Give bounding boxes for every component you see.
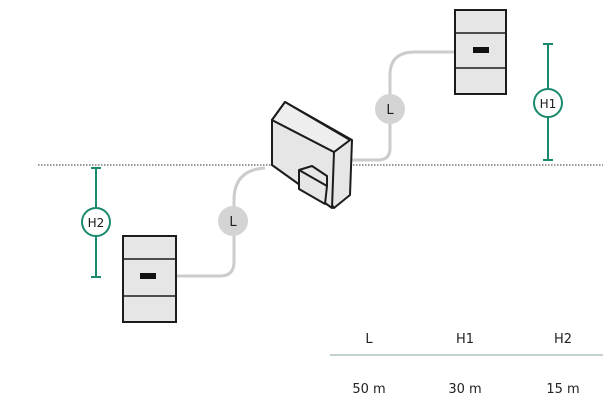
outdoor-unit-display <box>473 47 489 53</box>
pipe-length-label-upper: L <box>375 94 405 124</box>
table-header-h2: H2 <box>553 332 573 347</box>
table-header-l: L <box>365 332 373 347</box>
outdoor-unit <box>454 9 507 95</box>
height-dimension-h1: H1 <box>533 43 563 161</box>
table-value-h1: 30 m <box>448 382 482 397</box>
pipe-to-indoor-unit <box>176 166 266 278</box>
pipe-length-label-lower-text: L <box>229 215 237 230</box>
height-dimension-h2-label: H2 <box>88 216 105 230</box>
table-value-l: 50 m <box>352 382 386 397</box>
height-dimension-h1-label: H1 <box>540 97 557 111</box>
indoor-unit-display <box>140 273 156 279</box>
indoor-unit <box>122 235 177 323</box>
table-value-h2: 15 m <box>546 382 580 397</box>
central-unit <box>271 101 353 209</box>
pipe-length-label-lower: L <box>218 206 248 236</box>
height-dimension-h2: H2 <box>81 167 111 278</box>
table-header-h1: H1 <box>455 332 475 347</box>
pipe-length-label-upper-text: L <box>386 103 394 118</box>
